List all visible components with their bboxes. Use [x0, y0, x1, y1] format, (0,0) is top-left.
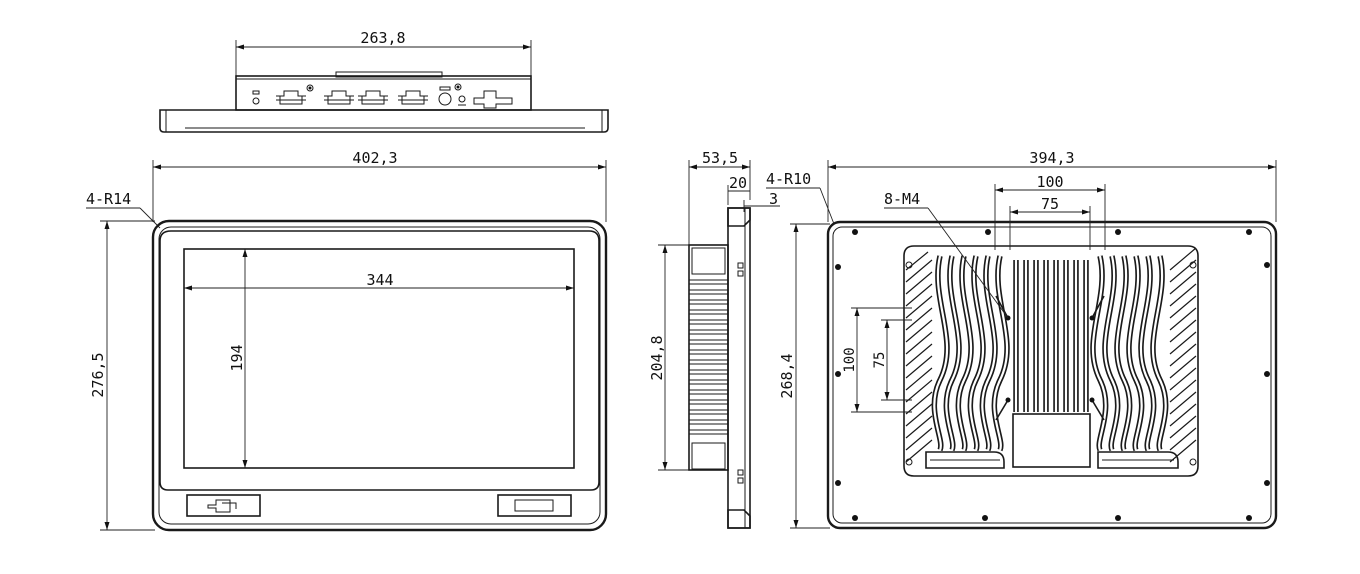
screen-width-label: 344	[366, 271, 393, 289]
side-depth-label: 53,5	[702, 149, 738, 167]
front-width-label: 402,3	[352, 149, 397, 167]
touch-key-right	[497, 494, 572, 517]
rear-corner-radius-label: 4-R10	[766, 170, 811, 188]
top-width-label: 263,8	[360, 29, 405, 47]
side-panel-label: 3	[769, 190, 778, 208]
heatsink-fins	[931, 255, 1169, 452]
front-height-label: 276,5	[89, 352, 107, 397]
rear-label-plate	[1012, 413, 1091, 468]
io-ports	[252, 83, 513, 109]
top-view: 263,8	[159, 29, 609, 133]
vesa-outer-v-label: 100	[842, 347, 858, 372]
side-bezel-label: 20	[729, 174, 747, 192]
heatsink-hatch-right	[1169, 247, 1197, 463]
screw-holes-label: 8-M4	[884, 190, 920, 208]
front-view: 402,3 276,5 4-R14 344 194	[86, 149, 608, 532]
vesa-inner-h-label: 75	[1041, 195, 1059, 213]
screen-height-label: 194	[228, 344, 246, 371]
vesa-outer-h-label: 100	[1036, 173, 1063, 191]
heatsink-hatch-left	[905, 251, 933, 463]
rear-height-label: 268,4	[778, 353, 796, 398]
vesa-inner-v-label: 75	[872, 352, 888, 369]
rear-width-label: 394,3	[1029, 149, 1074, 167]
side-view: 53,5 20 3 204,8	[648, 149, 780, 529]
touch-key-left	[186, 494, 261, 517]
rear-view: 394,3 4-R10 268,4	[766, 149, 1278, 530]
front-corner-radius-label: 4-R14	[86, 190, 131, 208]
perimeter-holes	[835, 229, 1270, 521]
side-height-label: 204,8	[648, 335, 666, 380]
